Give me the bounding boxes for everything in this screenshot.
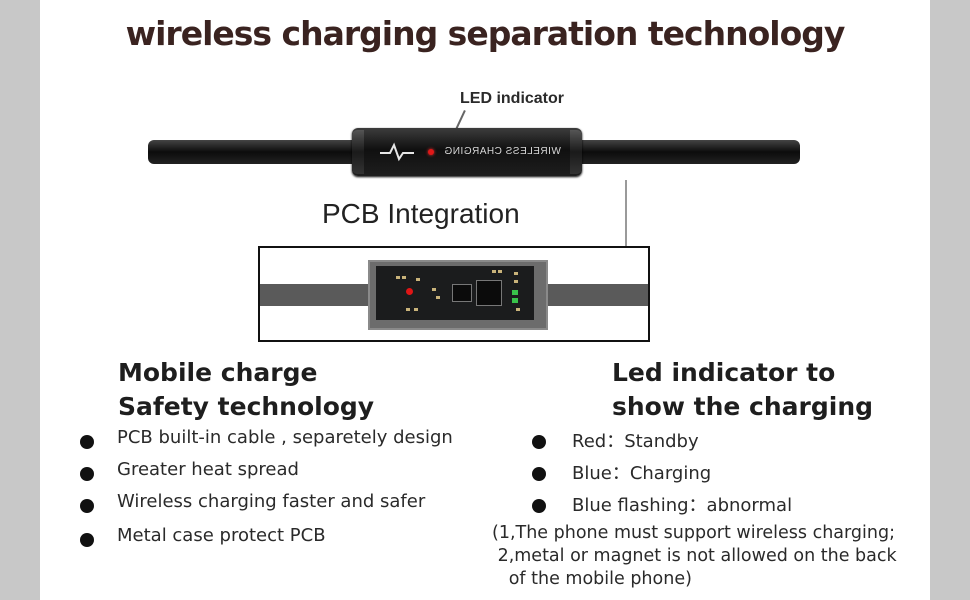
note-line: 2,metal or magnet is not allowed on the … xyxy=(492,546,897,566)
list-item-text: Greater heat spread xyxy=(117,459,299,480)
pcb-component xyxy=(432,288,436,291)
bullet-dot-icon xyxy=(532,435,546,449)
list-item-text: Blue：Charging xyxy=(572,463,712,484)
pcb-component xyxy=(492,270,496,273)
bullet-dot-icon xyxy=(532,499,546,513)
bullet-dot-icon xyxy=(80,533,94,547)
left-heading-line-1: Mobile charge xyxy=(118,358,318,387)
bullet-dot-icon xyxy=(532,467,546,481)
bullet-dot-icon xyxy=(80,499,94,513)
pcb-connector-line xyxy=(625,180,627,246)
bullet-dot-icon xyxy=(80,435,94,449)
pcb-integration-title: PCB Integration xyxy=(322,198,520,229)
pcb-component xyxy=(396,276,400,279)
compatibility-note: (1,The phone must support wireless charg… xyxy=(492,522,932,591)
list-item-text: Blue flashing：abnormal xyxy=(572,495,793,516)
module-end-cap-left xyxy=(352,130,364,174)
note-line: of the mobile phone) xyxy=(492,569,692,589)
led-light xyxy=(428,149,434,155)
pcb-component xyxy=(498,270,502,273)
pulse-icon xyxy=(380,142,414,162)
left-section-heading: Mobile charge Safety technology xyxy=(118,356,374,424)
pcb-component xyxy=(514,272,518,275)
led-indicator-label: LED indicator xyxy=(460,90,565,107)
content-panel: wireless charging separation technology … xyxy=(40,0,930,600)
pcb-component xyxy=(402,276,406,279)
left-heading-line-2: Safety technology xyxy=(118,392,375,421)
pcb-component xyxy=(516,308,520,311)
cable-module: WIRELESS CHARGING xyxy=(352,128,582,176)
list-item-text: Wireless charging faster and safer xyxy=(117,491,426,512)
right-heading-line-2: show the charging xyxy=(612,392,874,421)
right-section-heading: Led indicator to show the charging xyxy=(612,356,873,424)
pcb-red-led xyxy=(406,288,413,295)
pcb-component xyxy=(514,280,518,283)
page-title: wireless charging separation technology xyxy=(125,14,846,53)
list-item-text: Metal case protect PCB xyxy=(117,525,326,546)
pcb-green-led xyxy=(512,290,518,295)
pcb-green-led xyxy=(512,298,518,303)
pcb-board xyxy=(368,260,548,330)
bullet-dot-icon xyxy=(80,467,94,481)
pcb-circuit xyxy=(376,266,534,320)
module-end-cap-right xyxy=(570,130,582,174)
note-line: (1,The phone must support wireless charg… xyxy=(492,523,895,543)
right-heading-line-1: Led indicator to xyxy=(612,358,836,387)
pcb-component xyxy=(416,278,420,281)
pcb-component xyxy=(414,308,418,311)
pcb-component xyxy=(406,308,410,311)
pcb-image-frame xyxy=(258,246,650,342)
list-item-text: PCB built-in cable , separetely design xyxy=(117,427,453,448)
list-item-text: Red：Standby xyxy=(572,431,699,452)
pcb-chip-small xyxy=(452,284,472,302)
pcb-component xyxy=(436,296,440,299)
module-label: WIRELESS CHARGING xyxy=(444,146,561,157)
pcb-chip-large xyxy=(476,280,502,306)
